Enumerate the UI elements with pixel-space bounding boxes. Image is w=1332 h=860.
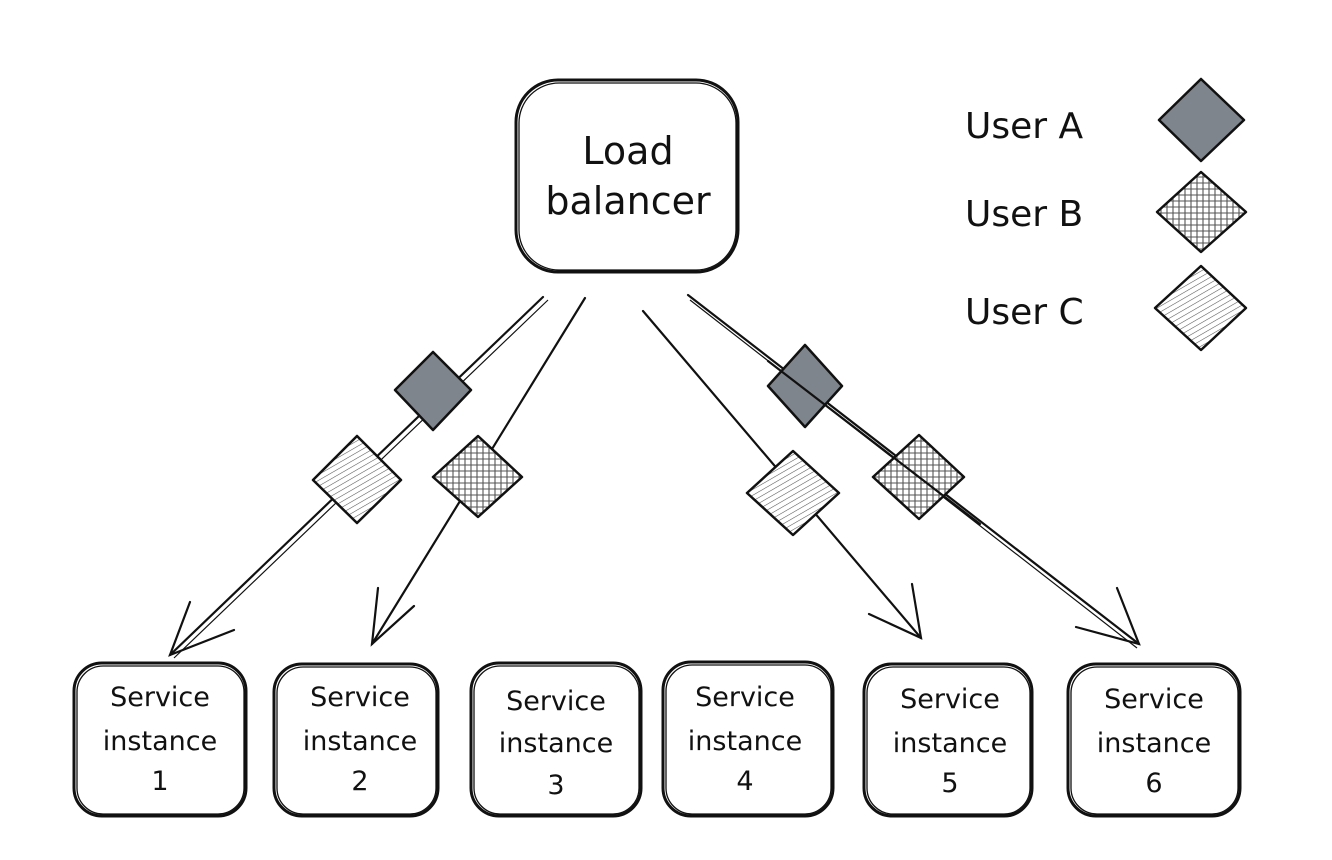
service-instance-6: Service instance 6 [1066, 662, 1242, 818]
legend-label-user-c: User C [965, 292, 1084, 333]
instance-6-line2: instance [1097, 728, 1211, 759]
instance-4-line3: 4 [736, 766, 753, 797]
user-c-swatch [1153, 264, 1248, 352]
instance-6-line1: Service [1104, 684, 1204, 715]
service-instance-1: Service instance 1 [72, 661, 248, 818]
service-instance-5: Service instance 5 [862, 662, 1034, 818]
instance-1-line2: instance [103, 726, 217, 757]
legend: User A User B User C [965, 77, 1248, 352]
user-a-swatch [1157, 77, 1246, 163]
instance-5-line3: 5 [941, 768, 958, 799]
instance-2-line2: instance [303, 726, 417, 757]
load-balancer-label-line1: Load [582, 129, 673, 173]
load-balancer-node: Load balancer [514, 78, 740, 274]
user-a-request-route-1 [393, 350, 473, 432]
service-instance-3: Service instance 3 [469, 661, 643, 818]
instance-3-line1: Service [506, 686, 606, 717]
legend-label-user-a: User A [965, 106, 1083, 147]
service-instance-4: Service instance 4 [661, 660, 835, 818]
load-balancer-label-line2: balancer [545, 179, 711, 223]
service-instance-2: Service instance 2 [272, 662, 440, 818]
user-a-request-route-6 [766, 343, 844, 429]
user-c-request-route-1 [311, 434, 403, 525]
user-b-request-route-2 [431, 434, 524, 519]
instance-3-line2: instance [499, 728, 613, 759]
user-c-request-route-5 [745, 449, 841, 537]
legend-label-user-b: User B [965, 194, 1083, 235]
instance-1-line3: 1 [151, 766, 168, 797]
instance-2-line3: 2 [351, 766, 368, 797]
instance-5-line2: instance [893, 728, 1007, 759]
instance-4-line1: Service [695, 682, 795, 713]
instance-5-line1: Service [900, 684, 1000, 715]
instance-2-line1: Service [310, 682, 410, 713]
instance-6-line3: 6 [1145, 768, 1162, 799]
instance-3-line3: 3 [547, 770, 564, 801]
user-b-swatch [1155, 170, 1248, 254]
instance-1-line1: Service [110, 682, 210, 713]
instance-4-line2: instance [688, 726, 802, 757]
